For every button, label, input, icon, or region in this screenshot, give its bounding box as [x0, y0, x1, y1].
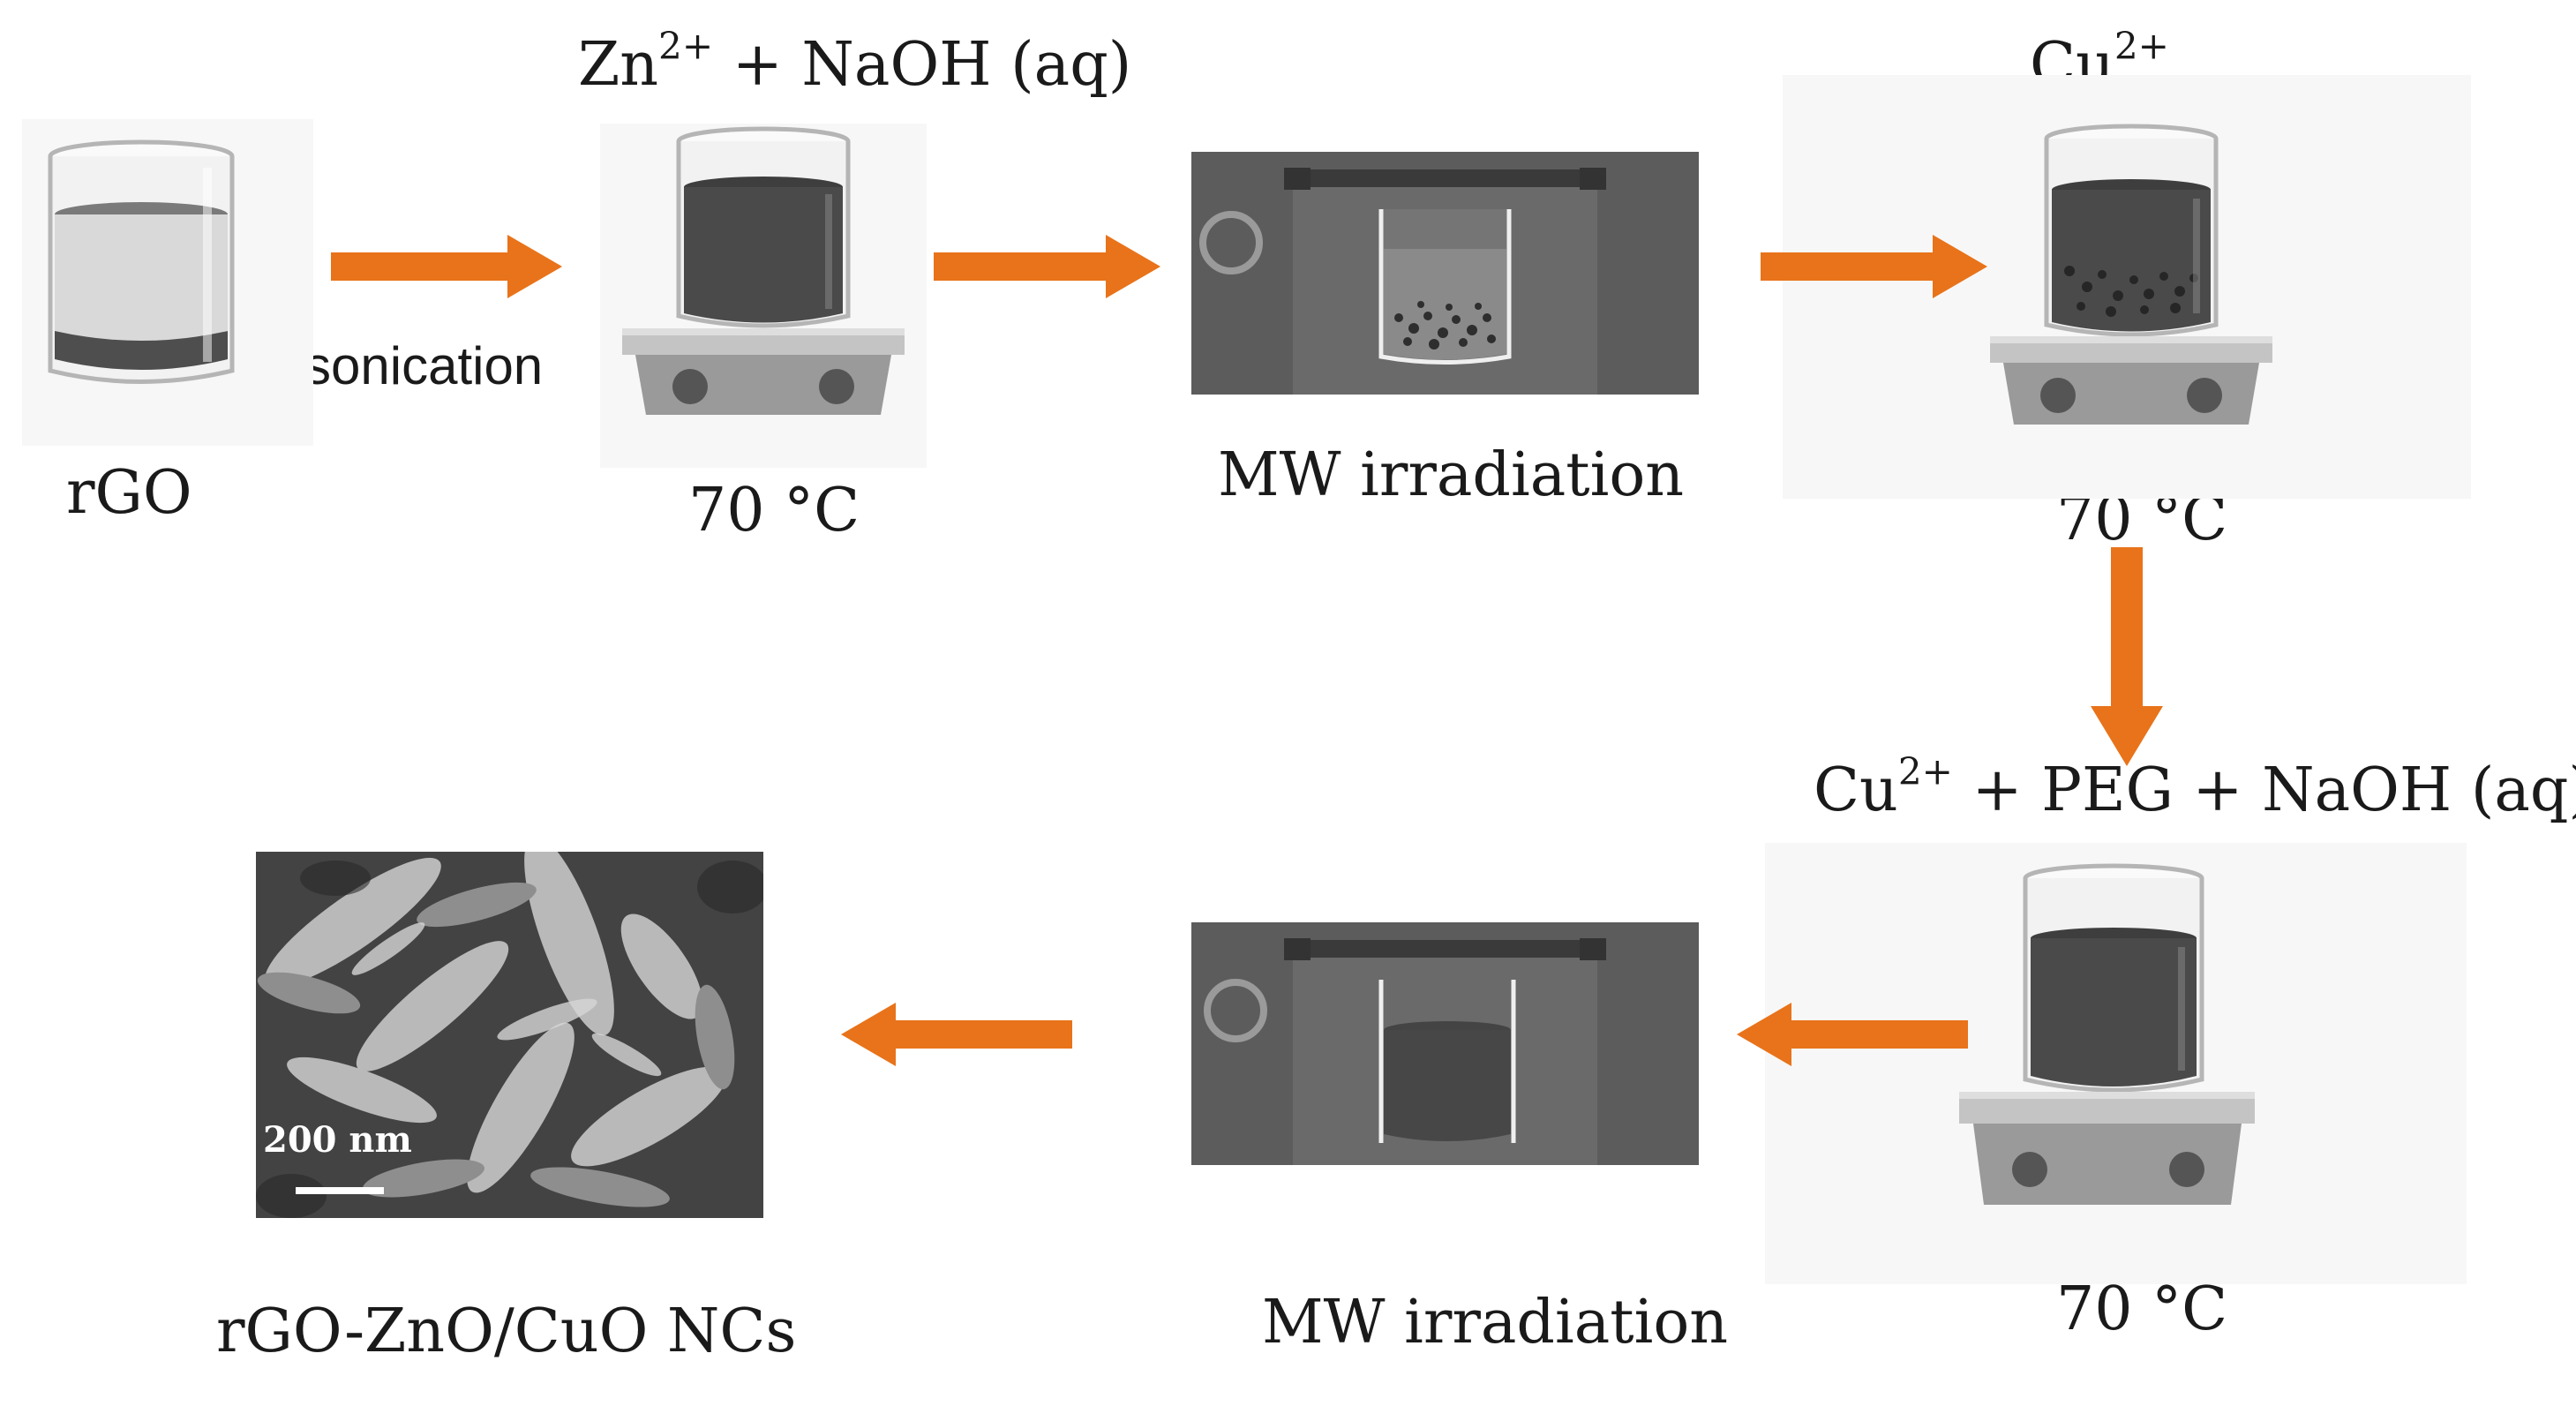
- label-step3-process: MW irradiation: [1218, 440, 1685, 510]
- reagent-zn: Zn: [578, 30, 659, 100]
- reagent-cu2: Cu: [1814, 756, 1898, 825]
- arrow-step3-to-step4: [1761, 235, 1987, 298]
- label-step6-process: MW irradiation: [1262, 1288, 1729, 1357]
- beaker-hotplate-step4: [1783, 75, 2471, 499]
- arrow-step5-to-step6: [1737, 1003, 1968, 1066]
- arrow-step2-to-step3: [934, 235, 1160, 298]
- reagent-cu-charge: 2+: [2114, 24, 2169, 68]
- reagent-peg-naoh: + PEG + NaOH (aq): [1971, 756, 2576, 825]
- label-rgo: rGO: [66, 458, 192, 528]
- reagent-zn-charge: 2+: [658, 24, 714, 68]
- arrow-step6-to-product: [841, 1003, 1072, 1066]
- arrow-step4-to-step5: [2091, 547, 2163, 766]
- beaker-hotplate-step2: [600, 124, 927, 468]
- label-step2-temp: 70 °C: [688, 476, 860, 545]
- beaker-hotplate-step5: [1765, 843, 2467, 1284]
- label-product: rGO-ZnO/CuO NCs: [216, 1297, 797, 1366]
- arrow-sonication: [331, 235, 562, 298]
- label-sonication: sonication: [304, 336, 544, 395]
- microwave-step6: [1191, 922, 1699, 1165]
- label-step5-reagent: Cu2+ + PEG + NaOH (aq): [1814, 753, 2576, 821]
- reagent-cu2-charge: 2+: [1897, 749, 1953, 793]
- reagent-naoh: + NaOH (aq): [732, 30, 1132, 100]
- beaker-rgo: [22, 119, 313, 446]
- label-step2-reagent: Zn2+ + NaOH (aq): [578, 27, 1131, 95]
- label-step4-temp: 70 °C: [2056, 485, 2228, 554]
- scale-bar-label: 200 nm: [263, 1119, 412, 1161]
- label-step5-temp: 70 °C: [2056, 1274, 2228, 1344]
- microwave-step3: [1191, 152, 1699, 395]
- sem-image: [256, 852, 763, 1218]
